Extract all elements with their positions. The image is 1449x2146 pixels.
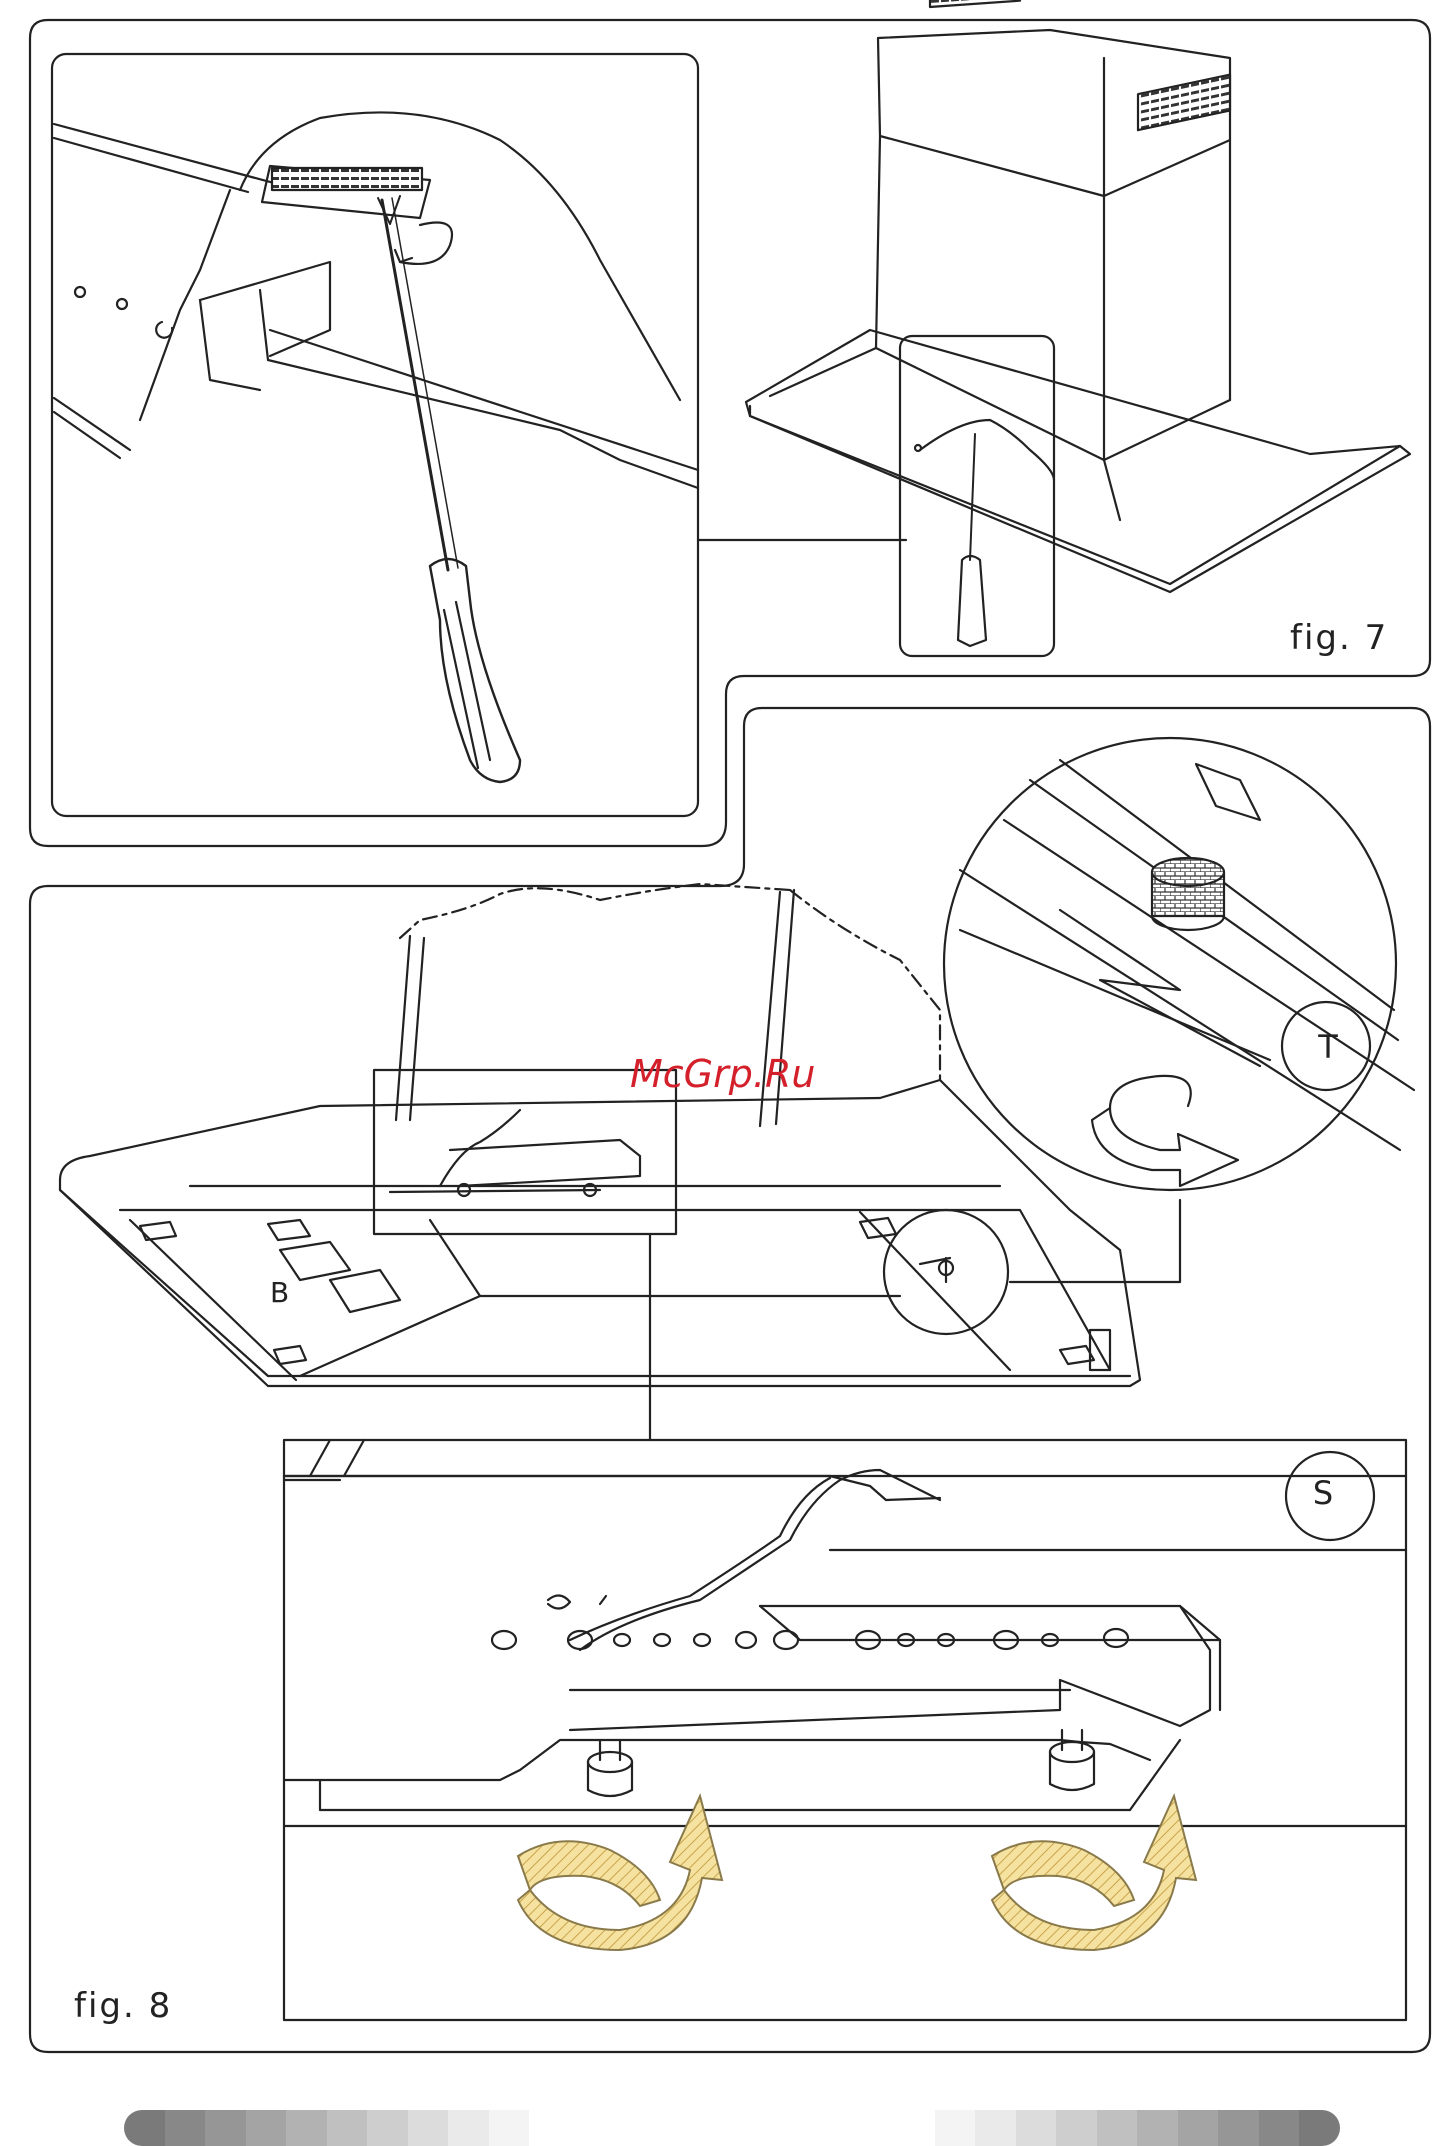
grayscale-swatch (1178, 2110, 1219, 2146)
grayscale-swatch (408, 2110, 449, 2146)
grayscale-swatch (854, 2110, 895, 2146)
grayscale-bar (124, 2110, 1340, 2146)
fig7-label: fig. 7 (1290, 618, 1388, 658)
grayscale-swatch (327, 2110, 368, 2146)
grayscale-swatch (489, 2110, 530, 2146)
grayscale-swatch (570, 2110, 611, 2146)
fig8-label: fig. 8 (74, 1986, 172, 2026)
callout-s-letter: S (1278, 1474, 1368, 1512)
grayscale-swatch (732, 2110, 773, 2146)
grayscale-swatch (205, 2110, 246, 2146)
grayscale-swatch (894, 2110, 935, 2146)
fig8-detail-box (284, 1440, 1406, 2020)
svg-text:B: B (270, 1276, 289, 1309)
grayscale-swatch (651, 2110, 692, 2146)
grayscale-swatch (610, 2110, 651, 2146)
grayscale-swatch (813, 2110, 854, 2146)
grayscale-swatch (1137, 2110, 1178, 2146)
grayscale-swatch (529, 2110, 570, 2146)
fig8-zoom-circle-t (944, 738, 1396, 1190)
watermark: McGrp.Ru (630, 1052, 815, 1096)
grayscale-swatch (975, 2110, 1016, 2146)
grayscale-swatch (165, 2110, 206, 2146)
grayscale-swatch (1016, 2110, 1057, 2146)
grayscale-swatch (448, 2110, 489, 2146)
grayscale-swatch (1259, 2110, 1300, 2146)
grayscale-swatch (691, 2110, 732, 2146)
grayscale-swatch (124, 2110, 165, 2146)
grayscale-swatch (773, 2110, 814, 2146)
grayscale-swatch (286, 2110, 327, 2146)
grayscale-swatch (1056, 2110, 1097, 2146)
grayscale-swatch (1299, 2110, 1340, 2146)
grayscale-swatch (1218, 2110, 1259, 2146)
grayscale-swatch (1097, 2110, 1138, 2146)
grayscale-swatch (367, 2110, 408, 2146)
callout-t-letter: T (1283, 1028, 1373, 1066)
grayscale-swatch (935, 2110, 976, 2146)
grayscale-swatch (246, 2110, 287, 2146)
rotation-arrows (518, 1796, 1196, 1950)
